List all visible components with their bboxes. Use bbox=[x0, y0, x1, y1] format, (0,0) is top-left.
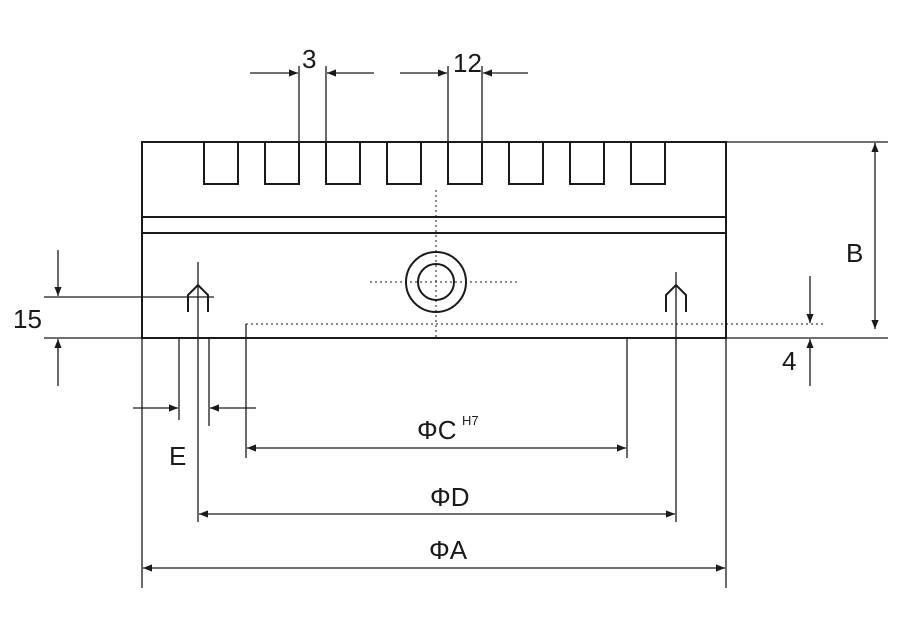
slot-3 bbox=[325, 142, 361, 185]
groove-pitch-label: 12 bbox=[453, 48, 482, 78]
part-body bbox=[141, 141, 727, 339]
groove-width-label: 3 bbox=[302, 44, 316, 74]
dim-phi-c: ΦC H7 bbox=[245, 324, 628, 458]
dim-e: E bbox=[133, 338, 256, 471]
dim-recess-4: 4 bbox=[782, 276, 814, 386]
slot-7 bbox=[569, 142, 605, 185]
center-bore bbox=[370, 190, 520, 340]
slot-6 bbox=[508, 142, 544, 185]
dim-height-b: B bbox=[726, 141, 888, 339]
recess-4-label: 4 bbox=[782, 346, 796, 376]
mounting-holes bbox=[187, 262, 687, 522]
dim-offset-15: 15 bbox=[13, 250, 214, 386]
e-label: E bbox=[169, 441, 186, 471]
slot-4 bbox=[386, 142, 422, 185]
phi-a-label: ΦA bbox=[429, 535, 468, 565]
slot-row bbox=[203, 142, 666, 185]
slot-1 bbox=[203, 142, 239, 185]
slot-2 bbox=[264, 142, 300, 185]
body-outline bbox=[141, 141, 727, 339]
dim-groove-pitch: 12 bbox=[400, 48, 528, 142]
phi-c-tolerance: H7 bbox=[462, 413, 479, 428]
slot-5 bbox=[447, 142, 483, 185]
dim-phi-a: ΦA bbox=[141, 338, 727, 588]
height-b-label: B bbox=[846, 238, 863, 268]
slot-8 bbox=[630, 142, 666, 185]
phi-c-label: ΦC bbox=[417, 415, 457, 445]
dim-phi-d: ΦD bbox=[199, 482, 675, 518]
dim-groove-width: 3 bbox=[250, 44, 374, 142]
phi-d-label: ΦD bbox=[430, 482, 470, 512]
offset-15-label: 15 bbox=[13, 304, 42, 334]
